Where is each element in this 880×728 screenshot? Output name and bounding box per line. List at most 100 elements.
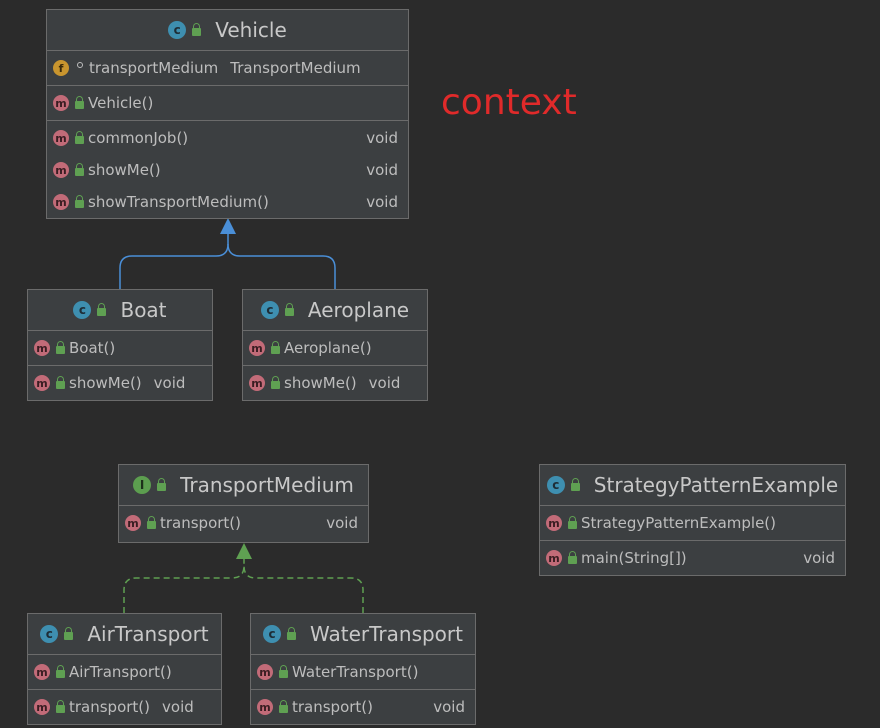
public-lock-icon bbox=[287, 627, 297, 640]
class-name: StrategyPatternExample bbox=[593, 473, 839, 497]
methods-section: m transport() void bbox=[28, 690, 221, 724]
public-lock-icon bbox=[75, 131, 84, 144]
method-row[interactable]: m showMe() void bbox=[28, 367, 212, 399]
constructor-row[interactable]: m Aeroplane() bbox=[243, 332, 427, 364]
constructor-row[interactable]: m WaterTransport() bbox=[251, 656, 475, 688]
class-name: WaterTransport bbox=[310, 622, 463, 646]
field-row[interactable]: f transportMedium TransportMedium bbox=[47, 52, 408, 84]
class-icon: c bbox=[263, 625, 282, 643]
class-boat[interactable]: c Boat m Boat() m showMe() void bbox=[27, 289, 213, 401]
method-row[interactable]: m transport() void bbox=[119, 507, 368, 539]
return-type: void bbox=[366, 129, 398, 147]
methods-section: m main(String[]) void bbox=[540, 541, 845, 575]
field-name: transportMedium bbox=[89, 59, 219, 77]
abstract-method-icon: m bbox=[53, 162, 69, 178]
constructor-row[interactable]: m Vehicle() bbox=[47, 87, 408, 119]
method-icon: m bbox=[34, 340, 50, 356]
realization-arrowhead bbox=[236, 543, 252, 559]
public-lock-icon bbox=[568, 551, 577, 564]
return-type: void bbox=[326, 514, 358, 532]
public-lock-icon bbox=[75, 96, 84, 109]
methods-section: m showMe() void bbox=[28, 366, 212, 400]
static-method-icon: m bbox=[546, 550, 562, 566]
method-name: showMe() bbox=[69, 374, 142, 392]
method-icon: m bbox=[257, 664, 273, 680]
method-row[interactable]: m commonJob() void bbox=[47, 122, 408, 154]
class-header: c AirTransport bbox=[28, 614, 221, 655]
inheritance-line-aeroplane bbox=[227, 243, 336, 289]
method-row[interactable]: m main(String[]) void bbox=[540, 542, 845, 574]
constructors-section: m StrategyPatternExample() bbox=[540, 506, 845, 541]
method-icon: m bbox=[34, 699, 50, 715]
public-lock-icon bbox=[568, 516, 577, 529]
realization-line-water bbox=[243, 565, 364, 613]
return-type: void bbox=[803, 549, 835, 567]
public-lock-icon bbox=[271, 341, 280, 354]
method-name: transport() bbox=[160, 514, 242, 532]
return-type: void bbox=[368, 374, 401, 392]
class-aeroplane[interactable]: c Aeroplane m Aeroplane() m showMe() voi… bbox=[242, 289, 428, 401]
class-header: I TransportMedium bbox=[119, 465, 368, 506]
public-lock-icon bbox=[64, 627, 74, 640]
class-header: c Vehicle bbox=[47, 10, 408, 51]
field-icon: f bbox=[53, 60, 69, 76]
method-name: showMe() bbox=[284, 374, 357, 392]
package-private-icon bbox=[77, 62, 83, 68]
method-name: showMe() bbox=[88, 161, 161, 179]
public-lock-icon bbox=[75, 195, 84, 208]
public-lock-icon bbox=[279, 700, 288, 713]
constructor-name: AirTransport() bbox=[69, 663, 172, 681]
constructor-name: StrategyPatternExample() bbox=[581, 514, 777, 532]
constructors-section: m Aeroplane() bbox=[243, 331, 427, 366]
public-lock-icon bbox=[75, 163, 84, 176]
class-icon: c bbox=[73, 301, 92, 319]
method-row[interactable]: m showMe() void bbox=[47, 154, 408, 186]
class-vehicle[interactable]: c Vehicle f transportMedium TransportMed… bbox=[46, 9, 409, 219]
constructors-section: m AirTransport() bbox=[28, 655, 221, 690]
field-type: TransportMedium bbox=[230, 59, 361, 77]
method-icon: m bbox=[546, 515, 562, 531]
method-name: main(String[]) bbox=[581, 549, 687, 567]
method-name: showTransportMedium() bbox=[88, 193, 269, 211]
class-air-transport[interactable]: c AirTransport m AirTransport() m transp… bbox=[27, 613, 222, 725]
return-type: void bbox=[153, 374, 186, 392]
public-lock-icon bbox=[284, 303, 294, 316]
constructor-row[interactable]: m AirTransport() bbox=[28, 656, 221, 688]
class-name: Aeroplane bbox=[307, 298, 410, 322]
constructor-row[interactable]: m Boat() bbox=[28, 332, 212, 364]
class-icon: c bbox=[260, 301, 279, 319]
method-row[interactable]: m transport() void bbox=[251, 691, 475, 723]
fields-section: f transportMedium TransportMedium bbox=[47, 51, 408, 86]
method-row[interactable]: m showMe() void bbox=[243, 367, 427, 399]
methods-section: m showMe() void bbox=[243, 366, 427, 400]
class-water-transport[interactable]: c WaterTransport m WaterTransport() m tr… bbox=[250, 613, 476, 725]
constructor-name: Aeroplane() bbox=[284, 339, 372, 357]
constructor-row[interactable]: m StrategyPatternExample() bbox=[540, 507, 845, 539]
class-strategy-pattern-example[interactable]: c StrategyPatternExample m StrategyPatte… bbox=[539, 464, 846, 576]
public-lock-icon bbox=[56, 700, 65, 713]
method-row[interactable]: m showTransportMedium() void bbox=[47, 186, 408, 218]
class-header: c WaterTransport bbox=[251, 614, 475, 655]
public-lock-icon bbox=[56, 665, 65, 678]
class-header: c Aeroplane bbox=[243, 290, 427, 331]
method-icon: m bbox=[53, 95, 69, 111]
runnable-class-icon: c bbox=[546, 476, 565, 494]
methods-section: m transport() void bbox=[119, 506, 368, 540]
constructor-name: Vehicle() bbox=[88, 94, 154, 112]
public-lock-icon bbox=[147, 516, 156, 529]
abstract-method-icon: m bbox=[125, 515, 141, 531]
method-row[interactable]: m transport() void bbox=[28, 691, 221, 723]
public-lock-icon bbox=[271, 376, 280, 389]
constructors-section: m WaterTransport() bbox=[251, 655, 475, 690]
public-lock-icon bbox=[279, 665, 288, 678]
realization-line-air bbox=[123, 558, 245, 613]
interface-icon: I bbox=[133, 476, 152, 494]
method-icon: m bbox=[53, 130, 69, 146]
methods-section: m transport() void bbox=[251, 690, 475, 724]
constructors-section: m Vehicle() bbox=[47, 86, 408, 121]
method-icon: m bbox=[249, 340, 265, 356]
class-header: c StrategyPatternExample bbox=[540, 465, 845, 506]
interface-transport-medium[interactable]: I TransportMedium m transport() void bbox=[118, 464, 369, 543]
method-icon: m bbox=[257, 699, 273, 715]
return-type: void bbox=[162, 698, 194, 716]
